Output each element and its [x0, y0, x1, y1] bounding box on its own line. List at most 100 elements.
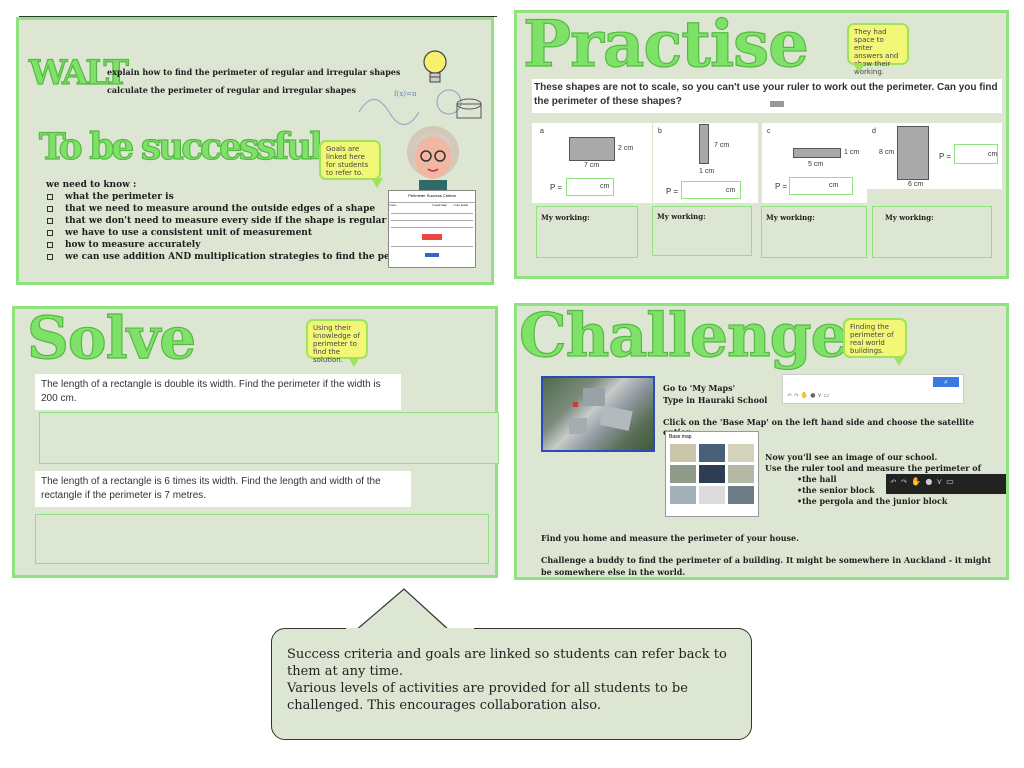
summary-note: Success criteria and goals are linked so… — [271, 628, 752, 740]
rectangle-shape — [897, 126, 929, 180]
bottom-label: 5 cm — [808, 161, 824, 168]
p-label: P = — [550, 183, 563, 192]
working-box-b[interactable]: My working: — [652, 206, 752, 256]
small-marker — [770, 101, 784, 107]
instruction-image: Now you'll see an image of our school. — [765, 452, 938, 462]
callout-challenge: Finding the perimeter of real world buil… — [843, 318, 907, 366]
p-label: P = — [775, 182, 788, 191]
working-box-d[interactable]: My working: — [872, 206, 992, 258]
svg-text:f(x)=π: f(x)=π — [394, 90, 417, 98]
line-icon[interactable]: ⋎ — [936, 477, 947, 486]
solve-heading: Solve — [26, 304, 196, 372]
hand-icon[interactable]: ✋ — [911, 477, 926, 486]
unit-label: cm — [600, 183, 610, 190]
answer-box-2[interactable] — [35, 514, 489, 564]
success-criteria-thumbnail[interactable]: Perimeter Success Criteria I can... I ne… — [388, 190, 476, 268]
bottom-label: 1 cm — [699, 168, 715, 175]
side-label: 1 cm — [844, 149, 860, 156]
slide-walt: WALT explain how to find the perimeter o… — [16, 16, 497, 285]
ruler-icon[interactable]: ▭ — [946, 477, 958, 486]
math-doodle-icon: f(x)=π — [358, 89, 482, 125]
challenge-heading: Challenge — [518, 303, 849, 371]
thumb-col: I can teach — [453, 203, 469, 207]
shape-panel-b: b 7 cm 1 cm P = cm — [653, 123, 758, 203]
question-2: The length of a rectangle is 6 times its… — [35, 471, 411, 507]
success-heading: To be successful — [38, 126, 323, 168]
side-label: 2 cm — [618, 145, 634, 152]
callout-practise: They had space to enter answers and show… — [847, 23, 909, 76]
slide-solve: Solve Using their knowledge of perimeter… — [12, 304, 499, 578]
instruction-my-maps: Go to 'My Maps' — [663, 383, 736, 393]
note-line-2: Various levels of activities are provide… — [287, 681, 688, 713]
practise-heading: Practise — [522, 7, 809, 82]
callout-goals: Goals are linked here for students to re… — [319, 140, 383, 188]
thumb-col: I can... — [389, 203, 399, 207]
criterion: we have to use a consistent unit of meas… — [47, 227, 428, 239]
working-box-a[interactable]: My working: — [536, 206, 638, 258]
panel-letter: a — [540, 128, 544, 135]
building-item: •the pergola and the junior block — [797, 496, 948, 506]
criterion: that we need to measure around the outsi… — [47, 203, 428, 215]
answer-input[interactable] — [681, 181, 741, 199]
unit-label: cm — [829, 182, 839, 189]
marker-icon[interactable]: ● — [925, 477, 937, 486]
unit-label: cm — [988, 151, 998, 158]
goal-1: explain how to find the perimeter of reg… — [107, 67, 401, 77]
bottom-label: 6 cm — [908, 181, 924, 188]
redo-icon[interactable]: ↷ — [900, 477, 912, 486]
teacher-avatar — [407, 126, 459, 198]
instruction-home: Find you home and measure the perimeter … — [541, 533, 799, 543]
base-map-label: Base map — [669, 434, 692, 440]
need-title: we need to know : — [46, 180, 137, 190]
instruction-search: Type in Hauraki School — [663, 395, 768, 405]
building-item: •the senior block — [797, 485, 875, 495]
undo-icon[interactable]: ↶ — [890, 477, 901, 486]
instruction-buddy: Challenge a buddy to find the perimeter … — [541, 555, 992, 577]
thumb-col: I need help — [432, 203, 447, 207]
answer-input[interactable] — [954, 144, 998, 164]
map-tools-icon[interactable]: ↶ ↷ ✋ ● ⋎ ▭ — [787, 392, 830, 399]
ruler-toolbar[interactable]: ↶↷✋●⋎▭ — [886, 474, 1006, 494]
rectangle-shape — [569, 137, 615, 161]
speech-bubble-tail — [354, 588, 451, 632]
bottom-label: 7 cm — [584, 162, 600, 169]
top-divider — [19, 16, 497, 17]
rectangle-shape — [793, 148, 841, 158]
side-label: 7 cm — [714, 142, 730, 149]
p-label: P = — [939, 152, 952, 161]
unit-label: cm — [726, 187, 736, 194]
search-icon[interactable]: ⌕ — [933, 377, 959, 387]
base-map-panel[interactable]: Base map — [665, 431, 759, 517]
answer-input[interactable] — [566, 178, 614, 196]
answer-input[interactable] — [789, 177, 853, 195]
answer-box-1[interactable] — [39, 412, 499, 464]
instruction-ruler: Use the ruler tool and measure the perim… — [765, 463, 982, 473]
panel-letter: b — [658, 128, 662, 135]
practise-instruction: These shapes are not to scale, so you ca… — [532, 79, 1002, 113]
criterion: we can use addition AND multiplication s… — [47, 251, 428, 263]
criterion: what the perimeter is — [47, 191, 428, 203]
question-1: The length of a rectangle is double its … — [35, 374, 401, 410]
goal-2: calculate the perimeter of regular and i… — [107, 85, 356, 95]
callout-solve: Using their knowledge of perimeter to fi… — [306, 319, 368, 367]
note-line-1: Success criteria and goals are linked so… — [287, 647, 727, 679]
panel-letter: c — [767, 128, 771, 135]
side-label: 8 cm — [879, 149, 895, 156]
slide-practise: Practise They had space to enter answers… — [514, 10, 1009, 279]
criterion: how to measure accurately — [47, 239, 428, 251]
shape-panel-d: d 8 cm 6 cm P = cm — [867, 123, 1002, 189]
slide-challenge: Challenge Finding the perimeter of real … — [514, 303, 1009, 580]
criterion: that we don't need to measure every side… — [47, 215, 428, 227]
rectangle-shape — [699, 124, 709, 164]
map-search-bar[interactable]: ⌕ ↶ ↷ ✋ ● ⋎ ▭ — [782, 374, 964, 404]
working-box-c[interactable]: My working: — [761, 206, 867, 258]
shape-panel-c: c 1 cm 5 cm P = cm — [762, 123, 867, 203]
p-label: P = — [666, 187, 679, 196]
walt-heading: WALT — [28, 53, 129, 93]
criteria-list: what the perimeter is that we need to me… — [47, 191, 428, 263]
panel-letter: d — [872, 128, 876, 135]
lightbulb-icon — [423, 50, 447, 83]
shape-panel-a: a 2 cm 7 cm P = cm — [532, 123, 652, 203]
aerial-school-image — [541, 376, 655, 452]
thumb-title: Perimeter Success Criteria — [408, 193, 456, 198]
